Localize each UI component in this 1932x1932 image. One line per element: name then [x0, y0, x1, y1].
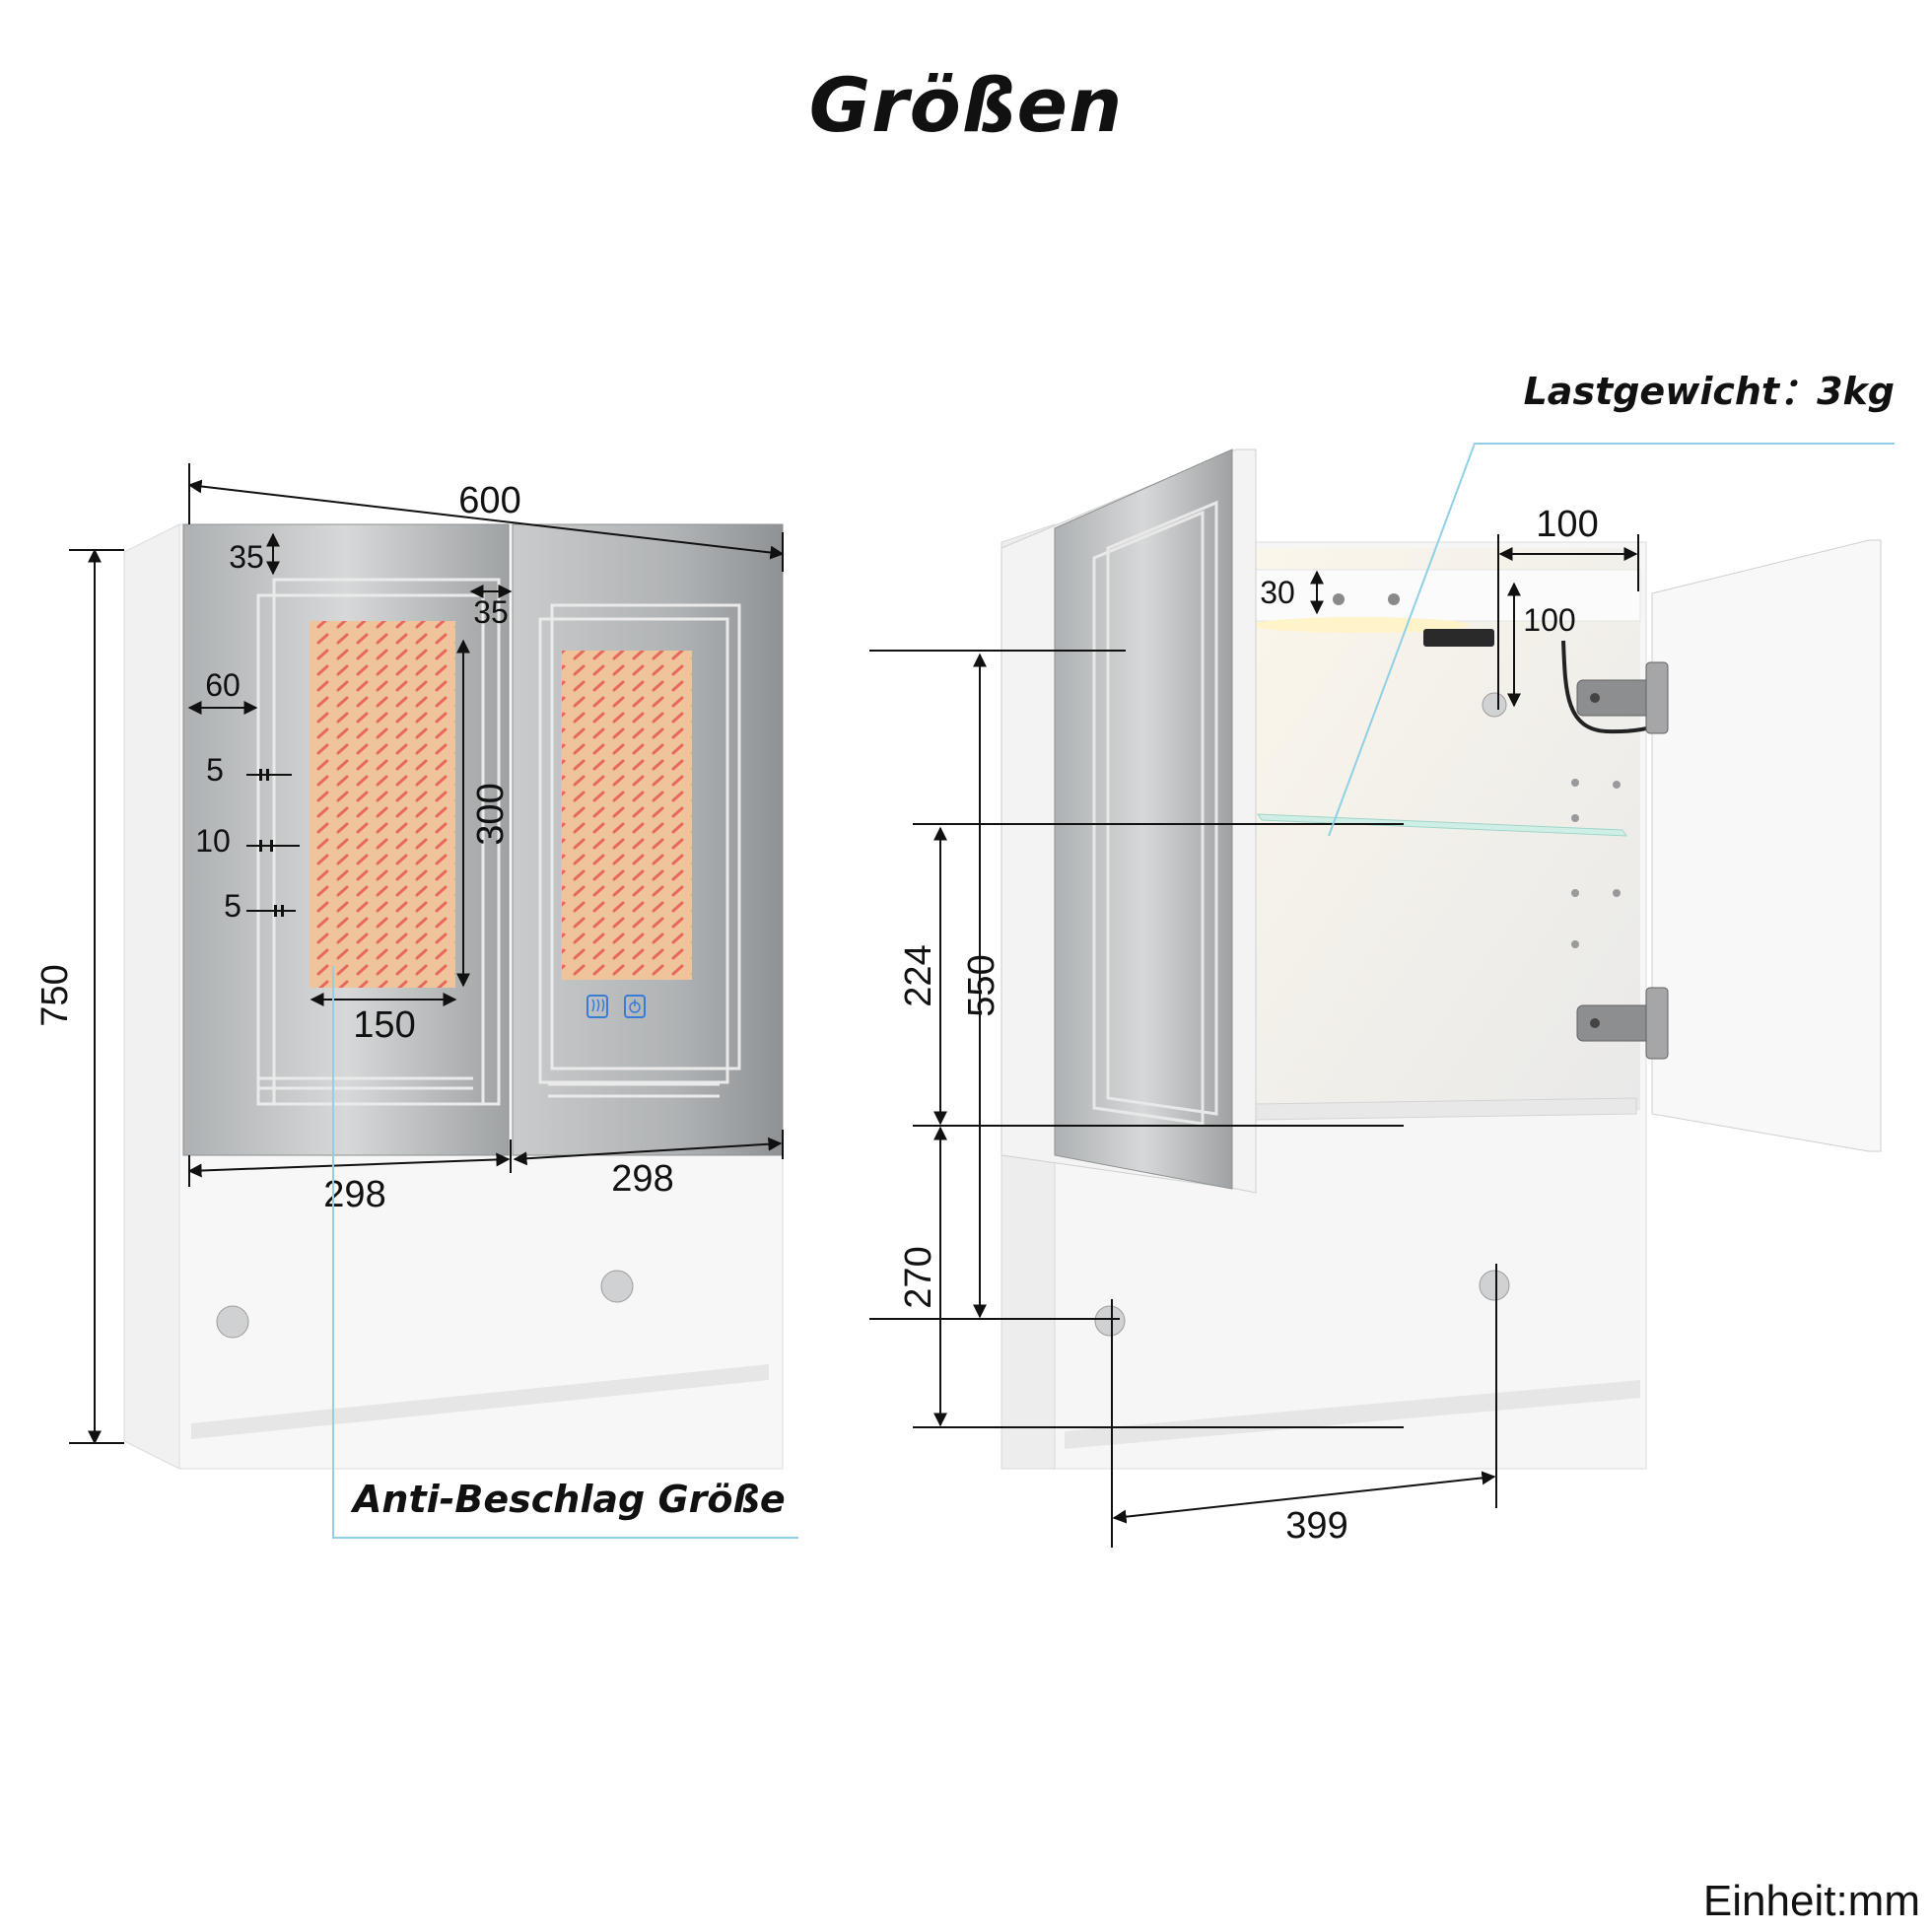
led-glow	[1252, 617, 1469, 633]
socket-module	[1423, 629, 1494, 647]
light-strip	[1255, 569, 1641, 622]
hinge-top	[1576, 661, 1669, 734]
cabinet-side	[123, 523, 180, 1470]
pad-width-label: 150	[353, 1004, 415, 1046]
open-hook-left	[1094, 1305, 1126, 1337]
cabinet-interior	[1256, 548, 1640, 1110]
open-hook-right	[1479, 1270, 1510, 1301]
interior-hook	[1482, 692, 1507, 718]
glass-shelf	[1257, 813, 1627, 837]
antifog-callout-line	[332, 966, 798, 1539]
door-right-label: 298	[611, 1158, 673, 1200]
gap-a-label: 5	[206, 752, 224, 788]
power-touch-icon[interactable]	[624, 995, 646, 1018]
height-label: 750	[34, 964, 76, 1026]
gap-c-label: 5	[224, 888, 242, 924]
socket-offset-label: 100	[1523, 602, 1575, 638]
open-dimension-lines	[869, 534, 1639, 1548]
width-label: 600	[458, 480, 520, 521]
load-callout: Lastgewicht：3kg	[1524, 370, 1895, 413]
right-antifog-pad	[562, 651, 692, 980]
shelf-spacing-label: 224	[898, 944, 939, 1006]
side-margin-label: 35	[473, 594, 509, 630]
gap-ticks	[259, 769, 284, 917]
left-offset-label: 60	[205, 667, 241, 703]
front-open-shelf	[191, 1364, 769, 1439]
front-view: 600 750 35 35 60 5 10 5 300 150 298 298 …	[34, 463, 798, 1539]
defog-touch-icon[interactable]	[586, 995, 608, 1018]
hinge-bottom	[1576, 987, 1669, 1060]
pad-height-label: 300	[470, 783, 512, 845]
open-view: 100 30 100 550 224 270 399 Lastgewicht：3…	[869, 370, 1895, 1548]
light-strip-label: 30	[1260, 575, 1295, 610]
open-door-led-frame	[1092, 500, 1218, 1126]
right-led-frame	[538, 603, 741, 1098]
hook-right	[600, 1270, 634, 1303]
left-led-frame	[256, 578, 501, 1106]
unit-label: Einheit:mm	[1702, 1877, 1920, 1925]
antifog-callout: Anti-Beschlag Größe	[350, 1478, 786, 1521]
sensor-dot-1	[1333, 593, 1345, 605]
shelf-pin-holes	[1571, 779, 1621, 948]
left-antifog-pad	[310, 621, 455, 988]
left-open-door-mirror[interactable]	[1054, 448, 1233, 1190]
sensor-dot-2	[1388, 593, 1400, 605]
hook-left	[216, 1305, 249, 1339]
compartment-width-label: 100	[1536, 504, 1598, 545]
gap-b-label: 10	[195, 823, 231, 859]
right-open-door[interactable]	[1651, 539, 1882, 1152]
top-margin-label: 35	[229, 539, 264, 575]
page-title: Größen	[808, 61, 1124, 149]
upper-section-label: 550	[961, 954, 1002, 1016]
load-callout-line	[1328, 443, 1895, 837]
hook-spacing-label: 399	[1285, 1505, 1347, 1547]
open-shelf-label: 270	[898, 1246, 939, 1308]
